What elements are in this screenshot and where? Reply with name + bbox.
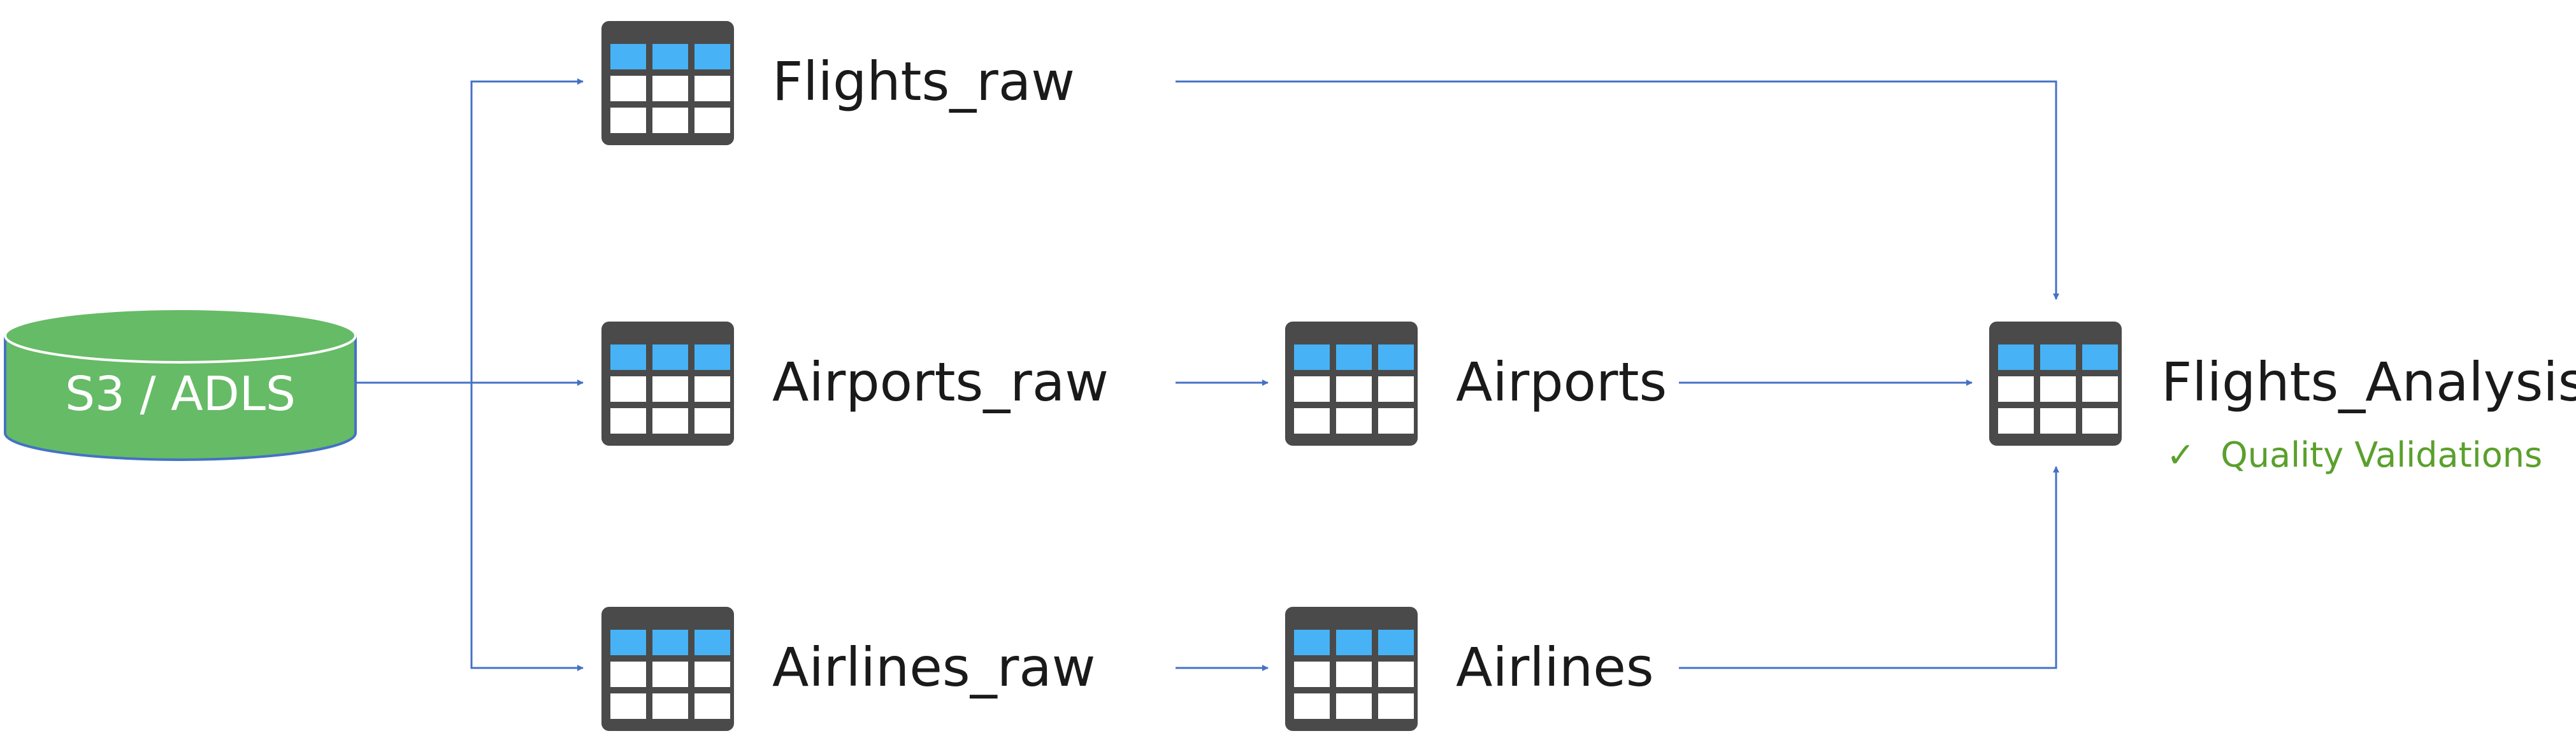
node-label-airlines: Airlines (1456, 636, 1654, 699)
table-icon (1285, 607, 1418, 731)
node-label-airports: Airports (1456, 351, 1667, 413)
node-label-flights-analysis: Flights_Analysis (2161, 351, 2576, 413)
table-icon (1285, 322, 1418, 446)
table-icon (1989, 322, 2122, 446)
quality-validations-label: Quality Validations (2220, 435, 2543, 475)
node-label-airports-raw: Airports_raw (772, 351, 1109, 413)
node-label-airlines-raw: Airlines_raw (772, 636, 1096, 699)
quality-validations: ✓ Quality Validations (2166, 438, 2542, 472)
table-icons (601, 21, 2122, 731)
edge-flights-raw-to-flights-analysis (1176, 80, 2059, 300)
source-label: S3 / ADLS (65, 367, 296, 422)
table-icon (601, 322, 734, 446)
table-icon (601, 607, 734, 731)
source-database-icon (4, 308, 357, 461)
checkmark-icon: ✓ (2166, 435, 2196, 475)
edges (356, 78, 2059, 671)
edge-airlines-to-flights-analysis (1679, 466, 2059, 669)
edge-source-to-airlines-raw (470, 383, 584, 671)
table-icon (601, 21, 734, 145)
edge-source-to-flights-raw (470, 78, 584, 383)
node-label-flights-raw: Flights_raw (772, 50, 1075, 113)
